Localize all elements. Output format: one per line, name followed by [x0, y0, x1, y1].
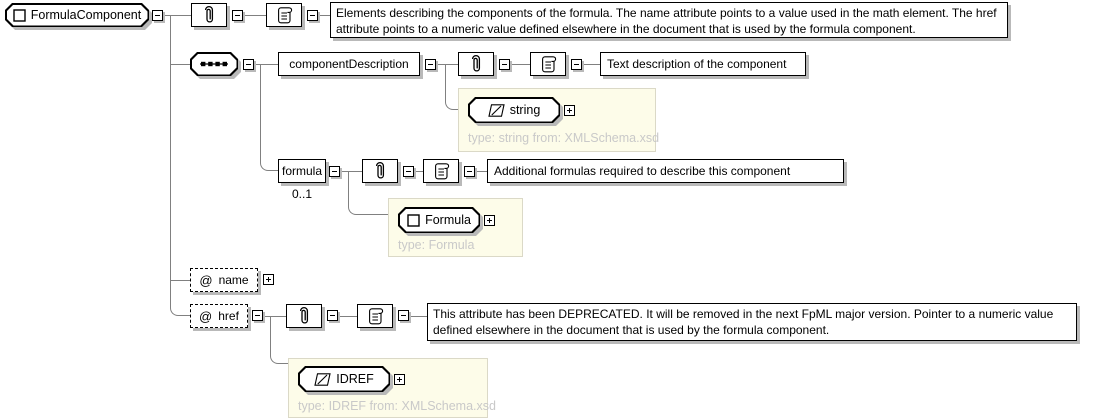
connector-curve — [270, 356, 288, 364]
connector-line — [170, 15, 171, 308]
occurrence-label: 0..1 — [291, 187, 312, 201]
type-note: type: IDREF from: XMLSchema.xsd — [298, 399, 496, 413]
connector-curve — [445, 102, 458, 110]
collapse-toggle[interactable] — [425, 59, 436, 70]
attribute-label: href — [218, 309, 239, 323]
connector-line — [170, 64, 190, 65]
connector-line — [436, 64, 458, 65]
paperclip-icon — [297, 306, 311, 326]
documentation-box — [530, 52, 566, 76]
annotation-box — [286, 304, 322, 328]
expand-toggle[interactable] — [394, 374, 405, 385]
annotation-box — [191, 3, 227, 27]
collapse-toggle[interactable] — [403, 166, 414, 177]
annotation-box — [362, 159, 398, 183]
sequence-compositor[interactable] — [190, 52, 238, 76]
connector-curve — [348, 207, 388, 215]
scroll-icon — [276, 5, 293, 25]
paperclip-icon — [202, 5, 216, 25]
connector-line — [170, 280, 190, 281]
connector-line — [475, 171, 487, 172]
element-formula-component[interactable]: FormulaComponent — [5, 3, 149, 27]
collapse-toggle[interactable] — [398, 310, 409, 321]
collapse-toggle[interactable] — [152, 10, 163, 21]
collapse-toggle[interactable] — [329, 166, 340, 177]
type-node-idref[interactable]: IDREF — [298, 366, 390, 392]
connector-line — [409, 316, 427, 317]
sequence-icon — [199, 59, 229, 69]
type-label: IDREF — [336, 372, 374, 386]
element-label: formula — [281, 164, 322, 178]
connector-line — [414, 171, 423, 172]
connector-line — [243, 15, 266, 16]
documentation-box — [423, 159, 459, 183]
connector-line — [510, 64, 530, 65]
at-sign-icon: @ — [199, 308, 213, 324]
collapse-toggle[interactable] — [327, 310, 338, 321]
connector-line — [340, 171, 362, 172]
connector-line — [263, 316, 286, 317]
element-label: componentDescription — [289, 57, 409, 71]
type-node-formula[interactable]: Formula — [398, 207, 480, 233]
paperclip-icon — [373, 161, 387, 181]
collapse-toggle[interactable] — [307, 10, 318, 21]
scroll-icon — [367, 306, 384, 326]
doc-text-root: Elements describing the components of th… — [330, 2, 1008, 38]
annotation-box — [458, 52, 494, 76]
connector-line — [338, 316, 357, 317]
doc-text: Elements describing the components of th… — [336, 6, 997, 36]
connector-line — [260, 64, 261, 163]
collapse-toggle[interactable] — [499, 59, 510, 70]
connector-line — [445, 64, 446, 102]
collapse-toggle[interactable] — [571, 59, 582, 70]
connector-line — [318, 15, 330, 16]
connector-curve — [170, 308, 190, 316]
doc-text-component-description: Text description of the component — [600, 52, 806, 76]
expand-toggle[interactable] — [263, 274, 274, 285]
connector-line — [270, 316, 271, 356]
documentation-box — [357, 304, 393, 328]
paperclip-icon — [469, 54, 483, 74]
collapse-toggle[interactable] — [252, 310, 263, 321]
doc-text-href: This attribute has been DEPRECATED. It w… — [427, 303, 1077, 341]
doc-text: Text description of the component — [607, 57, 787, 71]
collapse-toggle[interactable] — [464, 166, 475, 177]
complex-type-icon — [407, 213, 420, 227]
collapse-toggle[interactable] — [243, 59, 254, 70]
connector-line — [163, 15, 191, 16]
connector-line — [582, 64, 600, 65]
type-note: type: Formula — [398, 238, 475, 252]
connector-line — [254, 64, 278, 65]
simple-type-icon — [314, 372, 331, 386]
scroll-icon — [433, 161, 450, 181]
type-label: Formula — [425, 213, 471, 227]
documentation-box — [266, 3, 302, 27]
attribute-label: name — [218, 273, 249, 287]
doc-text: Additional formulas required to describe… — [494, 164, 791, 178]
doc-text: This attribute has been DEPRECATED. It w… — [433, 307, 1054, 337]
type-note: type: string from: XMLSchema.xsd — [468, 131, 660, 145]
element-label: FormulaComponent — [30, 8, 142, 22]
at-sign-icon: @ — [199, 272, 213, 288]
type-label: string — [509, 103, 541, 117]
element-component-description[interactable]: componentDescription — [278, 52, 420, 76]
type-node-string[interactable]: string — [468, 97, 560, 123]
collapse-toggle[interactable] — [232, 10, 243, 21]
complex-type-icon — [13, 8, 26, 22]
scroll-icon — [540, 54, 557, 74]
simple-type-icon — [488, 103, 505, 117]
expand-toggle[interactable] — [484, 215, 495, 226]
connector-line — [348, 171, 349, 207]
attribute-name-node[interactable]: @ name — [190, 268, 258, 292]
connector-curve — [260, 163, 278, 171]
doc-text-formula: Additional formulas required to describe… — [487, 159, 844, 183]
expand-toggle[interactable] — [564, 105, 575, 116]
attribute-href-node[interactable]: @ href — [190, 304, 248, 328]
element-formula[interactable]: formula — [278, 159, 326, 183]
